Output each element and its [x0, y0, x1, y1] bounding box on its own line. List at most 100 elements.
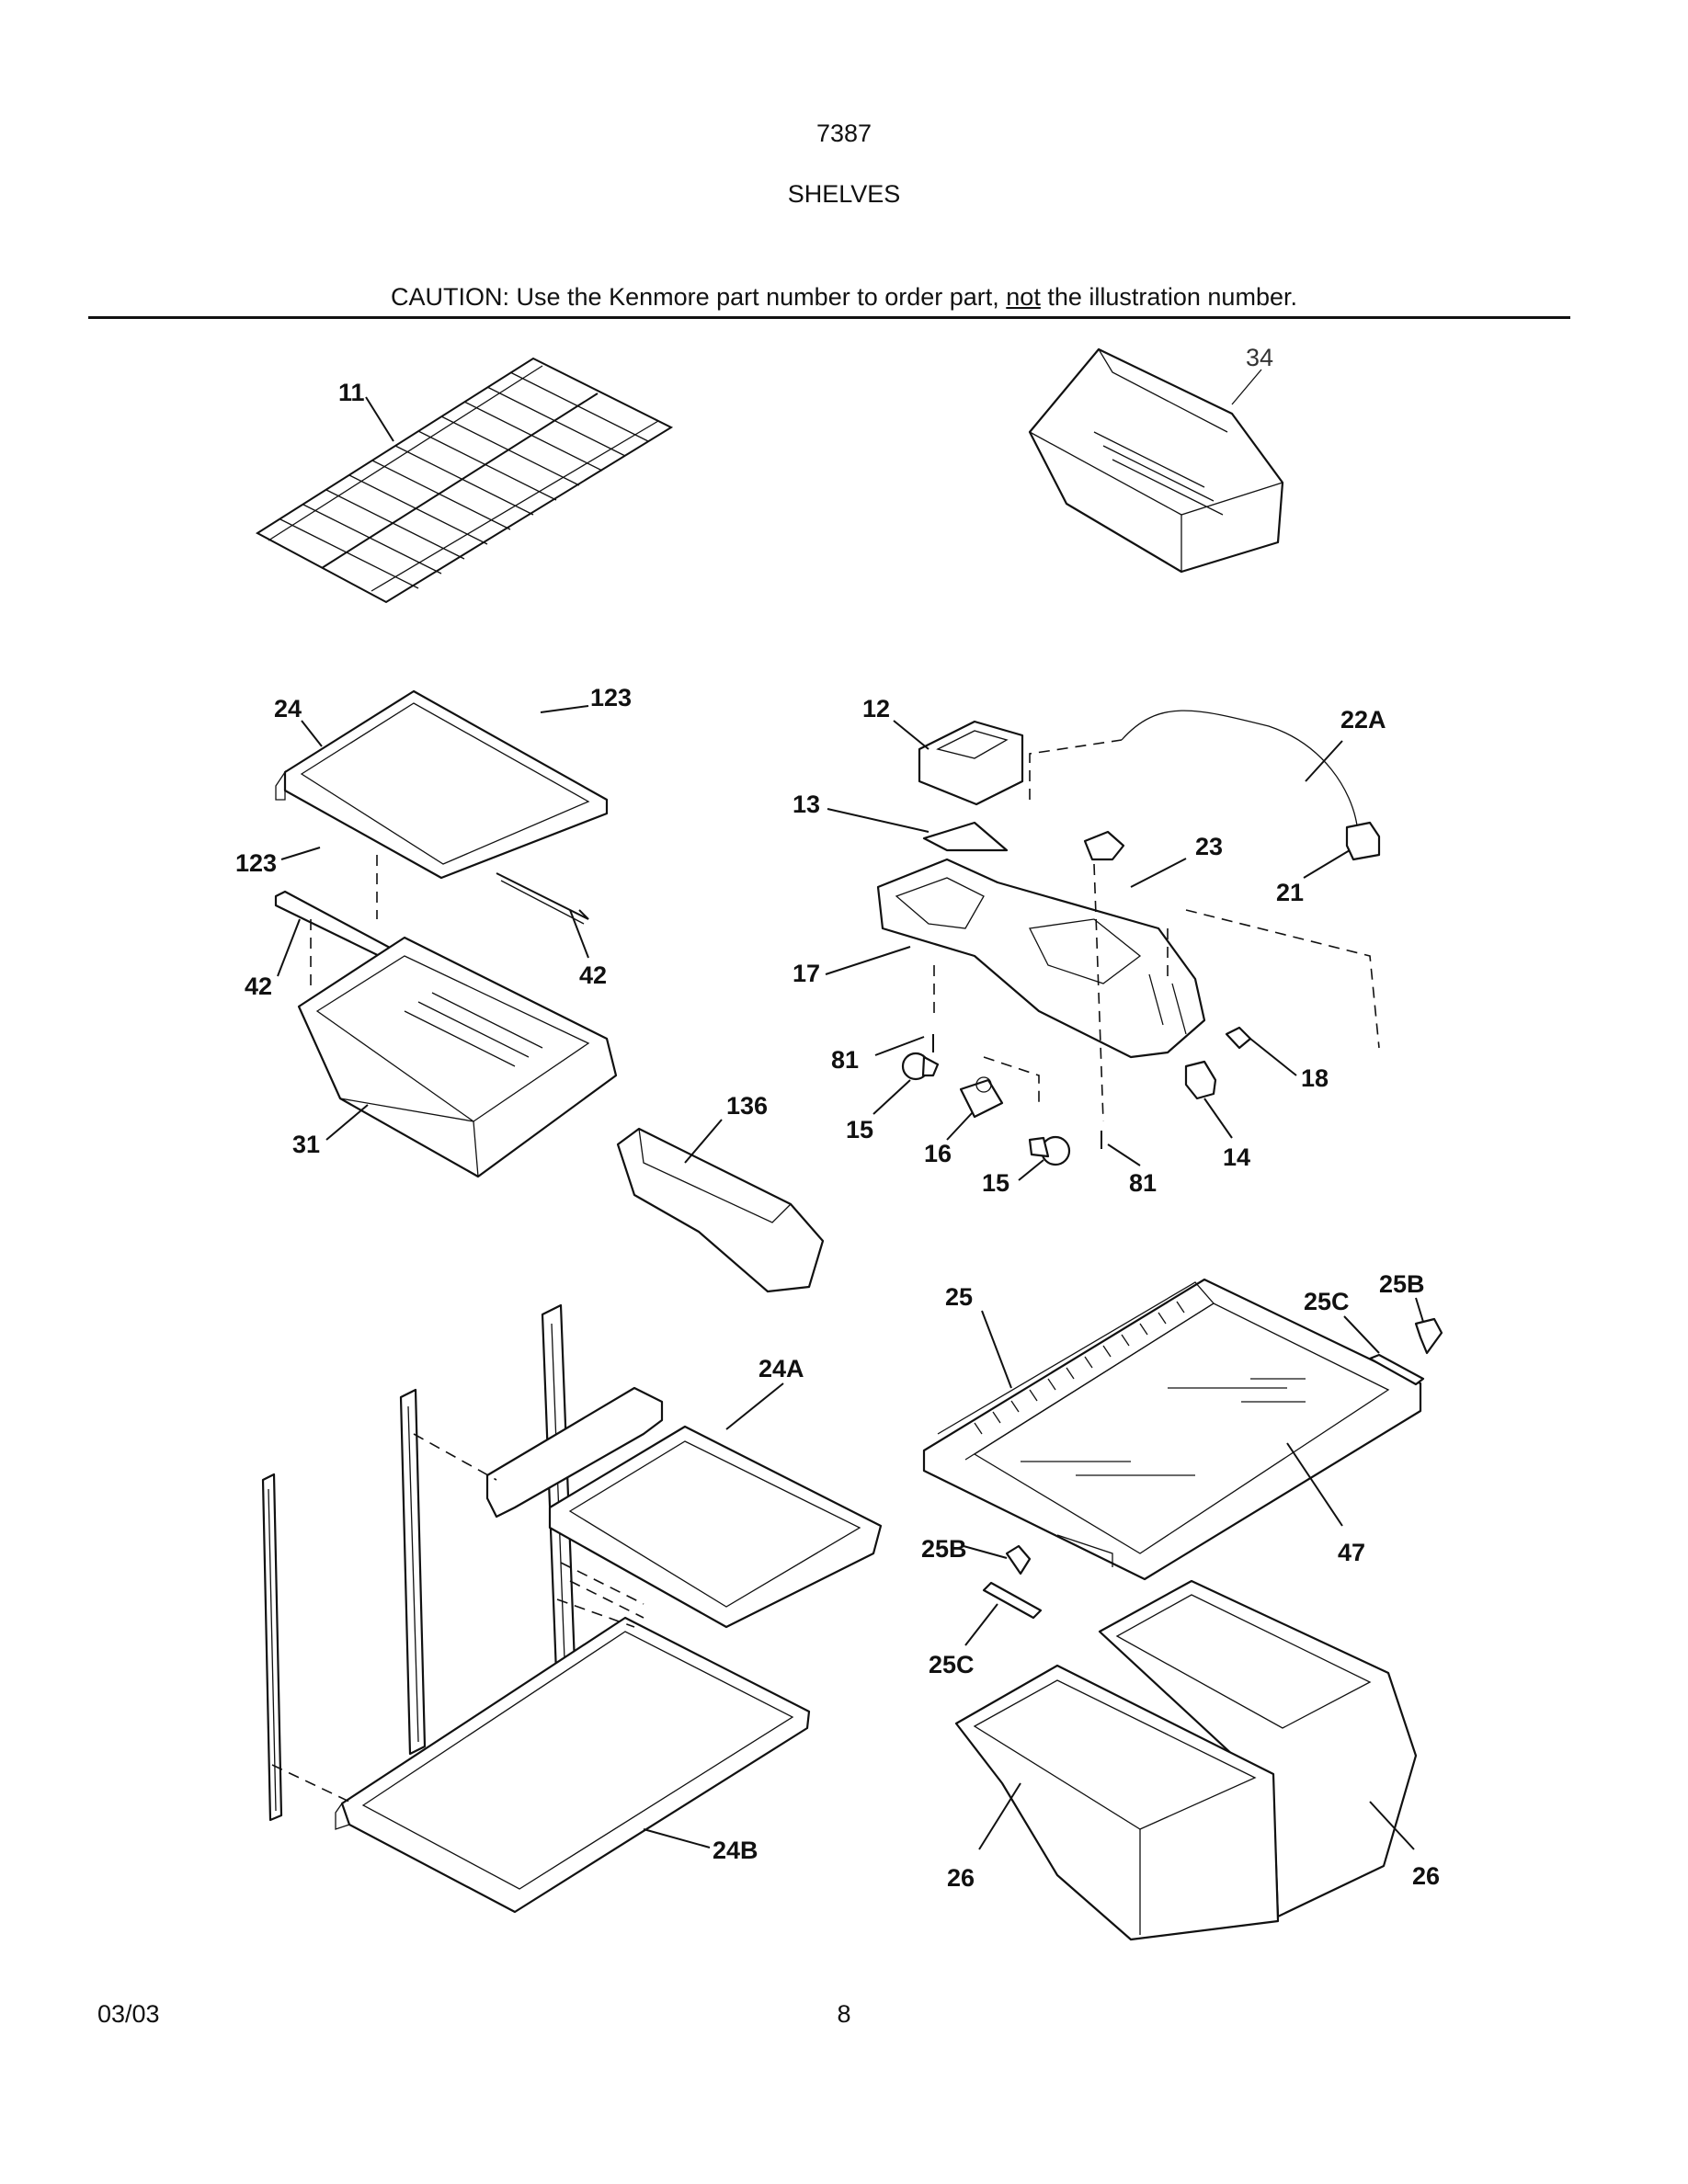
- part-31-crisper: [297, 936, 618, 1178]
- part-136-divider: [616, 1127, 825, 1293]
- leader-14: [1203, 1098, 1233, 1139]
- callout-15a: 15: [846, 1116, 873, 1143]
- part-25B-bot-clip: [1005, 1544, 1032, 1575]
- leader-24A: [725, 1382, 784, 1430]
- part-18-knob: [1225, 1026, 1252, 1050]
- leader-81a: [874, 1036, 925, 1056]
- part-25C-bot-bracket: [982, 1581, 1043, 1620]
- callout-47: 47: [1338, 1539, 1365, 1566]
- part-34-bin: [1028, 347, 1284, 574]
- leader-81b: [1107, 1143, 1141, 1166]
- callout-23: 23: [1195, 833, 1223, 860]
- callout-13: 13: [793, 791, 820, 818]
- callout-42b: 42: [579, 961, 607, 989]
- leader-24B: [643, 1828, 711, 1848]
- part-22A-wire-harness: [1121, 710, 1358, 826]
- caution-suffix: the illustration number.: [1040, 283, 1297, 311]
- callout-24: 24: [274, 695, 302, 722]
- callout-21: 21: [1276, 879, 1304, 906]
- part-16-socket: [959, 1076, 1004, 1119]
- callout-11: 11: [338, 379, 365, 406]
- leader-22A: [1305, 740, 1343, 782]
- part-25-shelf-frame: [922, 1278, 1422, 1581]
- part-12-light-shield: [918, 720, 1024, 806]
- callout-81b: 81: [1129, 1169, 1157, 1197]
- callout-16: 16: [924, 1140, 952, 1167]
- leader-42b: [569, 909, 589, 959]
- section-title: SHELVES: [787, 180, 901, 208]
- callout-136: 136: [726, 1092, 768, 1120]
- callout-81a: 81: [831, 1046, 859, 1074]
- callout-25: 25: [945, 1283, 973, 1311]
- callout-12: 12: [862, 695, 890, 722]
- leader-15a: [873, 1079, 911, 1115]
- leader-42a: [277, 918, 301, 977]
- leader-24: [301, 720, 323, 747]
- callout-24B: 24B: [713, 1837, 758, 1864]
- leader-25: [981, 1310, 1012, 1389]
- callout-123a: 123: [590, 684, 632, 711]
- caution-note: CAUTION: Use the Kenmore part number to …: [0, 283, 1688, 312]
- part-15a-bulb: [901, 1052, 940, 1081]
- assembly-dashes-24: [310, 855, 378, 993]
- part-wall-standards: [261, 1303, 576, 1822]
- part-13-lens: [922, 821, 1009, 852]
- part-25C-top-bracket: [1368, 1353, 1425, 1386]
- callout-25C-top: 25C: [1304, 1288, 1350, 1315]
- header-rule: [88, 316, 1570, 319]
- leader-23: [1130, 858, 1187, 888]
- leader-16: [946, 1111, 974, 1141]
- caution-emphasis: not: [1006, 283, 1041, 311]
- callout-123b: 123: [235, 849, 277, 877]
- part-23-switch: [1083, 830, 1125, 861]
- callout-17: 17: [793, 960, 820, 987]
- leader-25B-bot: [963, 1545, 1008, 1559]
- leader-136: [684, 1119, 723, 1164]
- callout-25C-bot: 25C: [929, 1651, 975, 1678]
- leader-123a: [540, 705, 589, 713]
- callout-31: 31: [292, 1131, 320, 1158]
- leader-25C-bot: [964, 1603, 998, 1646]
- callout-26b: 26: [1412, 1862, 1440, 1890]
- leader-21: [1303, 849, 1351, 879]
- leader-25C-top: [1343, 1315, 1380, 1354]
- leader-47: [1286, 1442, 1343, 1527]
- callout-18: 18: [1301, 1064, 1329, 1092]
- part-24-glass-shelf: [275, 689, 609, 925]
- leader-13: [827, 808, 930, 833]
- part-15b-bulb: [1028, 1135, 1071, 1166]
- callout-25B-top: 25B: [1379, 1270, 1425, 1298]
- leader-34: [1231, 369, 1262, 405]
- footer-page-number: 8: [837, 2000, 851, 2028]
- part-21-connector: [1345, 821, 1381, 861]
- leader-31: [325, 1104, 369, 1141]
- part-24A-shelf: [485, 1386, 883, 1629]
- assembly-dashes-24A: [413, 1433, 644, 1619]
- callout-34: 34: [1246, 344, 1273, 371]
- callout-25B-bot: 25B: [921, 1535, 967, 1563]
- callout-26a: 26: [947, 1864, 975, 1892]
- caution-prefix: CAUTION: Use the Kenmore part number to …: [391, 283, 1007, 311]
- model-number: 7387: [815, 119, 873, 147]
- callout-24A: 24A: [758, 1355, 804, 1382]
- callout-15b: 15: [982, 1169, 1009, 1197]
- part-24B-shelf: [335, 1616, 811, 1914]
- part-11-wire-shelf: [256, 357, 674, 604]
- callout-22A: 22A: [1340, 706, 1386, 734]
- leader-25B-top: [1415, 1297, 1424, 1323]
- callout-14: 14: [1223, 1143, 1250, 1171]
- leader-18: [1249, 1038, 1297, 1076]
- leader-26b: [1369, 1801, 1415, 1850]
- part-25B-top-clip: [1414, 1317, 1443, 1355]
- leader-123b: [280, 847, 321, 860]
- leader-15b: [1018, 1159, 1044, 1181]
- callout-42a: 42: [245, 973, 272, 1000]
- leader-11: [365, 396, 394, 442]
- leader-12: [893, 720, 930, 750]
- leader-26a: [978, 1782, 1021, 1850]
- assembly-dashes-light: [933, 739, 1380, 1122]
- part-14-switch: [1184, 1060, 1217, 1100]
- part-17-light-housing: [876, 858, 1206, 1059]
- footer-date: 03/03: [97, 2000, 160, 2028]
